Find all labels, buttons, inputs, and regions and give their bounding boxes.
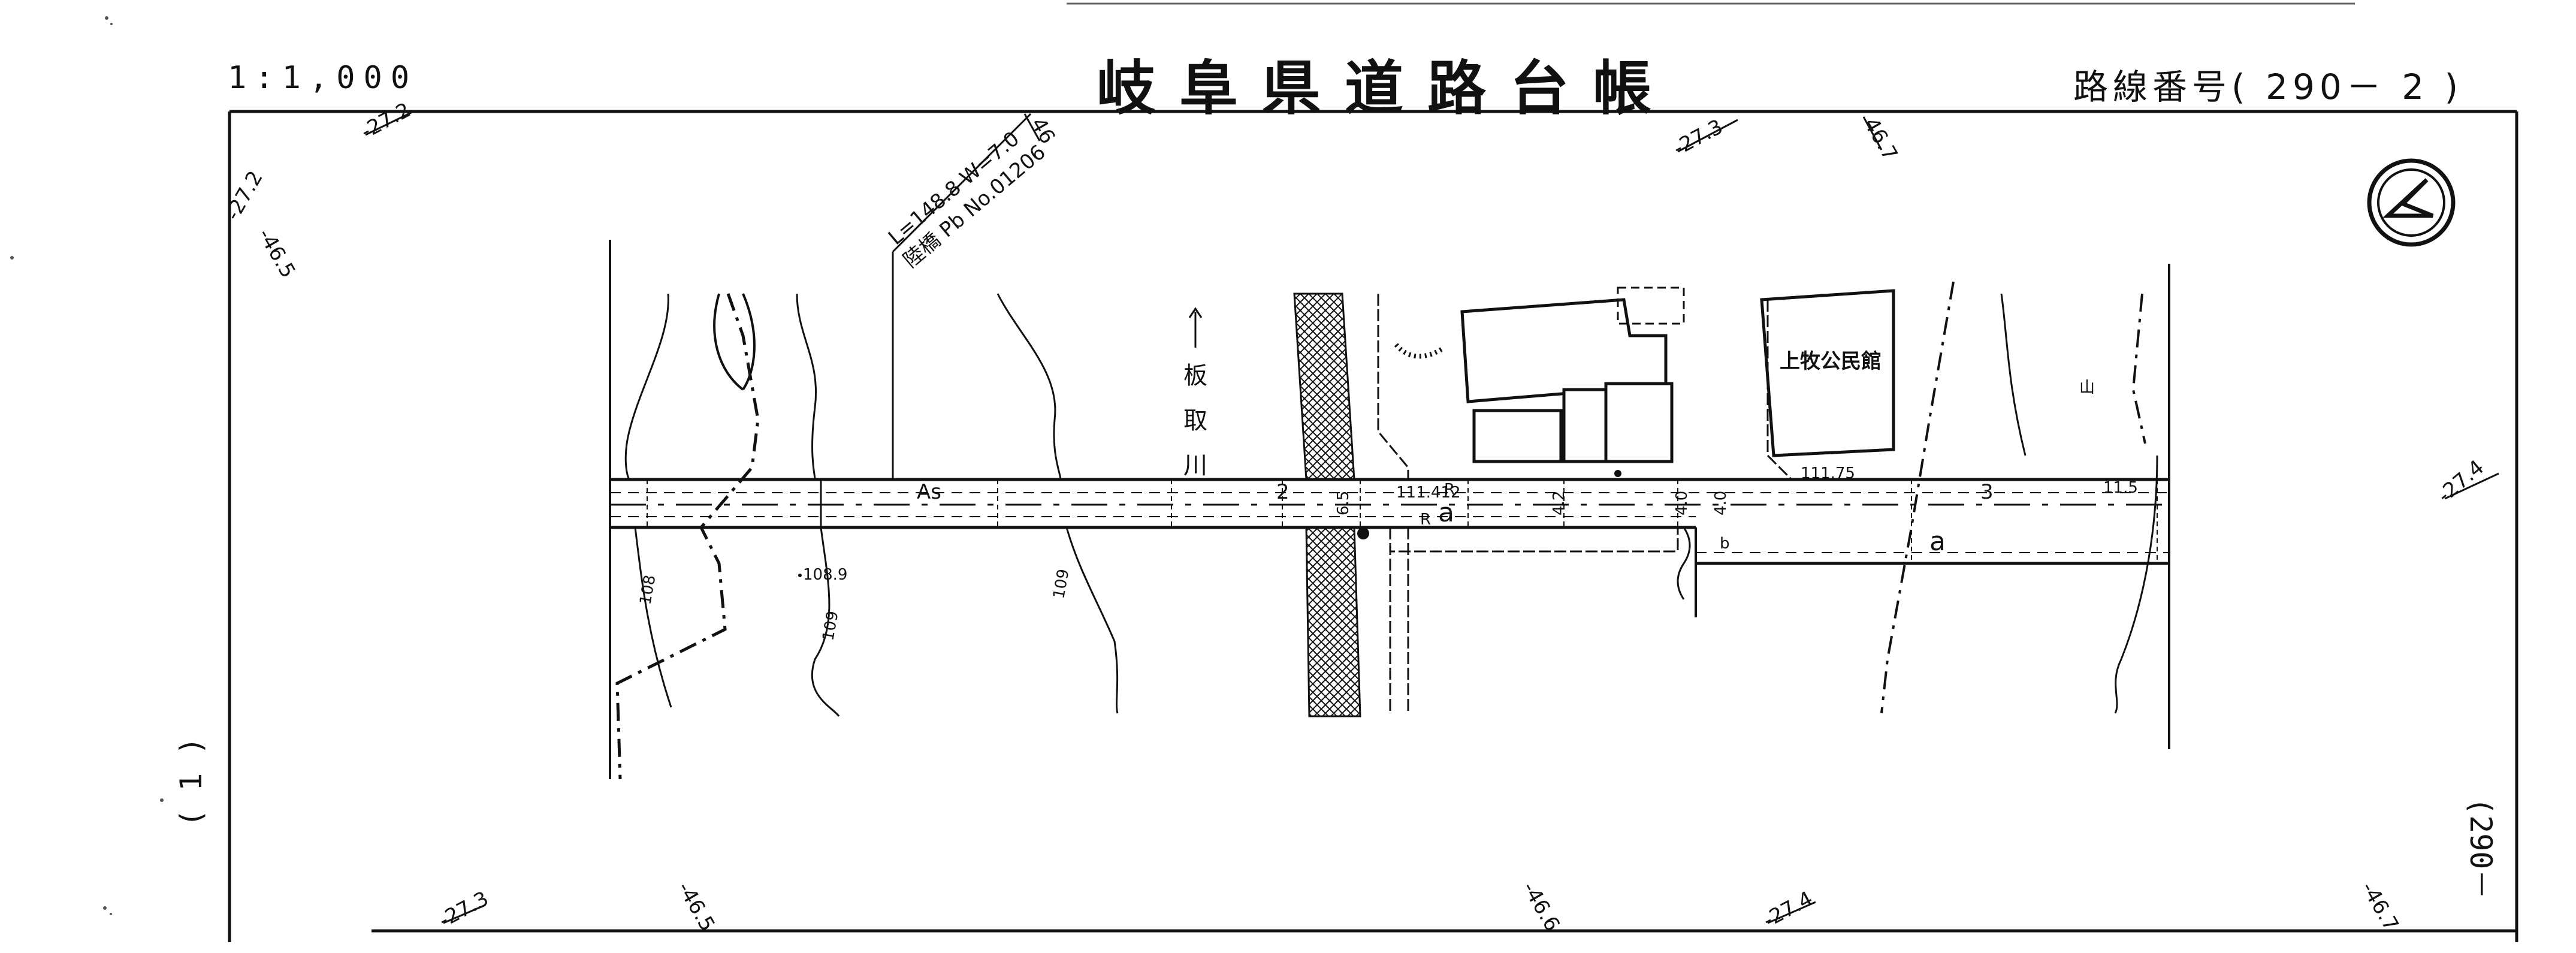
- north-arrow-icon: [2367, 158, 2456, 247]
- radius-label: R: [1420, 511, 1431, 529]
- grid-label: -27.3: [434, 886, 492, 933]
- lane-label: a: [1438, 497, 1454, 528]
- grid-label: -46.7: [2356, 878, 2403, 936]
- elevation-label: 108.9: [803, 566, 847, 584]
- pavement-label: As: [917, 480, 941, 504]
- minor-label: b: [1720, 535, 1730, 553]
- hall-name: 上牧公民館: [1780, 349, 1882, 373]
- contour-label: 109: [819, 610, 842, 642]
- contour-label: 109: [1050, 568, 1073, 600]
- svg-text:川: 川: [1183, 452, 1207, 479]
- width-label: 11.5: [2103, 479, 2138, 497]
- grid-label: -27.4: [1759, 886, 1816, 933]
- scan-specks: [10, 16, 164, 915]
- map-symbol: 山: [2079, 379, 2095, 397]
- station-label: 3: [1980, 480, 1994, 504]
- svg-text:取: 取: [1183, 407, 1207, 435]
- elevation-label: 111.75: [1801, 465, 1855, 482]
- map-scale: 1:1,000: [228, 60, 418, 96]
- width-label: 4.2: [1550, 491, 1568, 515]
- main-road: [610, 478, 2169, 617]
- station-label: 2: [1276, 480, 1289, 504]
- lane-label: a: [1929, 526, 1946, 557]
- grid-label: -27.2: [221, 167, 268, 224]
- grid-label: -46.6: [1517, 878, 1565, 936]
- radius-label: R: [1444, 481, 1455, 499]
- contour-label: 108: [636, 574, 659, 606]
- grid-label: -46.5: [253, 225, 300, 282]
- width-label: 6.5: [1334, 491, 1352, 515]
- elevation-label: 111.412: [1396, 484, 1461, 502]
- river: [1293, 292, 1361, 717]
- buildings: [1460, 289, 1895, 463]
- width-label: 4.0: [1712, 491, 1730, 515]
- svg-text:板: 板: [1183, 362, 1207, 390]
- route-number: 路線番号( 290－ 2 ): [2073, 67, 2463, 107]
- grid-label: -46.5: [672, 878, 720, 936]
- width-label: 4.0: [1673, 491, 1691, 515]
- grid-label: -27.2: [357, 98, 414, 144]
- river-name: 板 取 川: [1183, 307, 1207, 479]
- map-frame: [228, 110, 2518, 942]
- contours: [624, 293, 1119, 717]
- grid-label: -27.3: [1669, 114, 1726, 161]
